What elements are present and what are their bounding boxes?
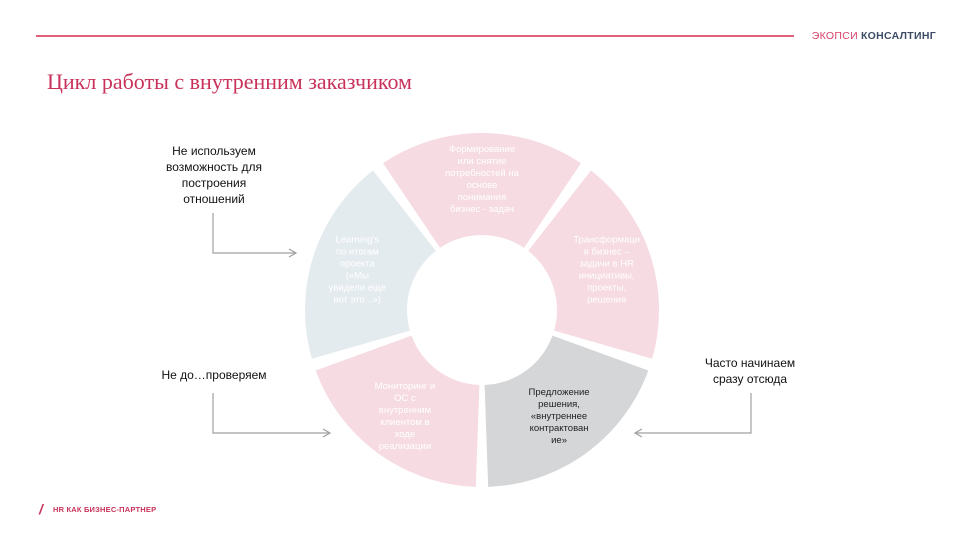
segment-transform-label-line: проекты, bbox=[587, 282, 626, 293]
segment-monitoring-label-line: клиентом в bbox=[380, 417, 429, 428]
segment-transform-label-line: инициативы, bbox=[579, 270, 635, 281]
arrow-mid-left bbox=[212, 393, 332, 438]
arrow-right bbox=[633, 393, 752, 438]
segment-proposal-label-line: решения, bbox=[538, 399, 580, 410]
segment-transform-label-line: решения bbox=[587, 294, 626, 305]
segment-transform-label-line: я бизнес – bbox=[584, 246, 631, 257]
segment-needs-label-line: бизнес - задач bbox=[450, 204, 514, 215]
segment-transform-label-line: задачи в HR bbox=[579, 258, 634, 269]
segment-transform-label-line: Трансформаци bbox=[573, 234, 640, 245]
segment-monitoring-label-line: ОС с bbox=[394, 393, 416, 404]
note-right: Часто начинаем сразу отсюда bbox=[690, 355, 810, 387]
segment-monitoring bbox=[315, 335, 480, 487]
top-rule bbox=[36, 35, 794, 37]
note-top-left-line: отношений bbox=[183, 192, 245, 206]
note-right-line: сразу отсюда bbox=[712, 372, 788, 386]
footer-title: HR КАК БИЗНЕС-ПАРТНЕР bbox=[53, 505, 157, 514]
segment-proposal-label-line: «внутреннее bbox=[531, 411, 587, 422]
segment-proposal-label-line: контрактован bbox=[530, 423, 589, 434]
segment-learnings-label-line: («Мы bbox=[346, 270, 369, 281]
note-mid-left: Не до…проверяем bbox=[161, 368, 267, 382]
segment-learnings bbox=[305, 170, 436, 359]
segment-needs-label-line: потребностей на bbox=[445, 168, 519, 179]
segment-learnings-label-line: проекта bbox=[340, 258, 376, 269]
segment-monitoring-label-line: реализации bbox=[379, 441, 431, 452]
segment-monitoring-label-line: ходе bbox=[395, 429, 416, 440]
segment-proposal-label-line: Предложение bbox=[529, 387, 590, 398]
cycle-segments bbox=[305, 132, 660, 487]
arrow-top-left bbox=[212, 213, 298, 258]
page-title: Цикл работы с внутренним заказчиком bbox=[47, 69, 412, 94]
segment-needs-label-line: понимания bbox=[458, 192, 507, 203]
segment-needs-label-line: или снятие bbox=[458, 156, 507, 167]
segment-monitoring-label-line: внутренним bbox=[379, 405, 431, 416]
note-top-left-line: построения bbox=[181, 176, 247, 190]
note-top-left-line: возможность для bbox=[166, 160, 262, 174]
note-right-line: Часто начинаем bbox=[704, 356, 796, 370]
segment-proposal-label-line: ие» bbox=[551, 435, 567, 446]
segment-learnings-label-line: Learning's bbox=[336, 234, 380, 245]
segment-needs-label-line: Формирование bbox=[449, 144, 515, 155]
footer-slash: / bbox=[39, 501, 43, 517]
note-top-left: Не используем возможность для построения… bbox=[150, 143, 278, 207]
segment-monitoring-label-line: Мониторинг и bbox=[375, 381, 436, 392]
segment-learnings-label-line: вот это...») bbox=[334, 294, 382, 305]
note-top-left-line: Не используем bbox=[172, 144, 256, 158]
segment-transform bbox=[528, 170, 660, 359]
brand-part1: ЭКОПСИ bbox=[811, 30, 858, 42]
segment-needs-label-line: основе bbox=[467, 180, 498, 191]
segment-proposal bbox=[484, 335, 649, 487]
brand-part2: КОНСАЛТИНГ bbox=[860, 30, 936, 42]
segment-learnings-label-line: увидели еще bbox=[329, 282, 386, 293]
segment-needs bbox=[383, 132, 581, 248]
segment-learnings-label-line: по итогам bbox=[336, 246, 379, 257]
